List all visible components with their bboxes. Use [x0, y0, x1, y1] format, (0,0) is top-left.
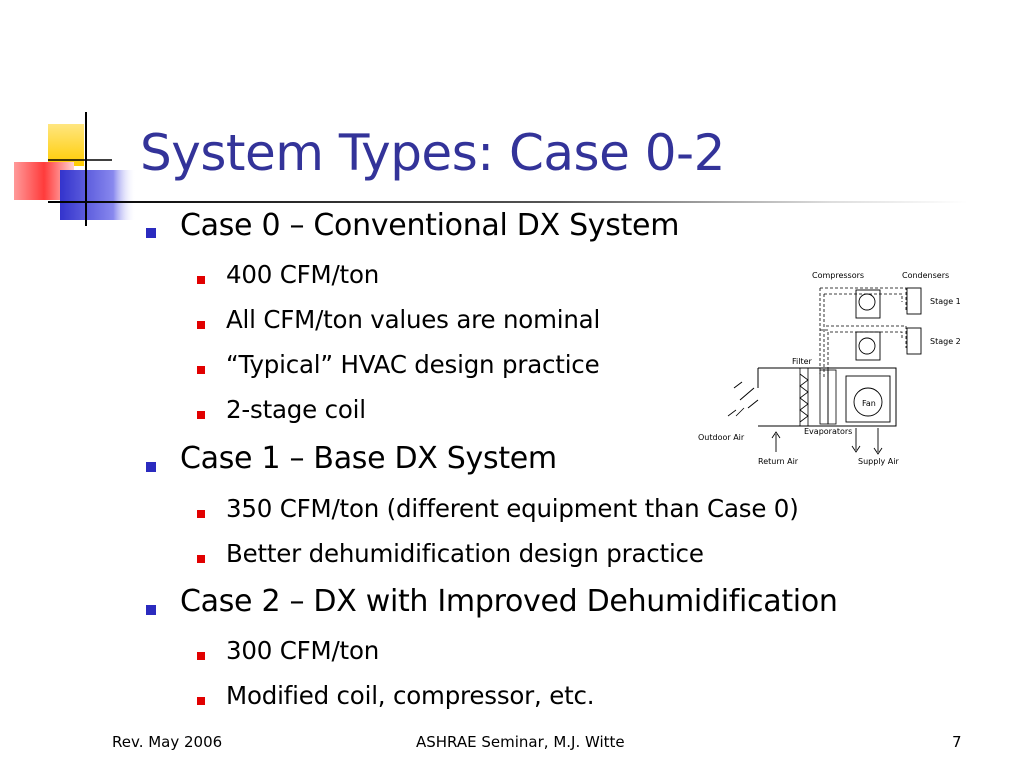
footer-revision: Rev. May 2006: [112, 733, 223, 751]
sub-bullet-marker: [197, 510, 205, 518]
slide-title: System Types: Case 0-2: [140, 124, 725, 182]
sub-bullet: 350 CFM/ton (different equipment than Ca…: [226, 494, 799, 523]
dx-system-diagram: Compressors Condensers Stage 1 Stage 2 F…: [696, 266, 976, 470]
sub-bullet: “Typical” HVAC design practice: [226, 350, 600, 379]
diagram-label-fan: Fan: [862, 399, 876, 408]
bullet-case-0: Case 0 – Conventional DX System: [180, 208, 680, 243]
bullet-case-2: Case 2 – DX with Improved Dehumidificati…: [180, 584, 838, 619]
slide-logo-decoration: [0, 0, 150, 240]
sub-bullet-marker: [197, 555, 205, 563]
diagram-label-filter: Filter: [792, 357, 813, 366]
diagram-label-return-air: Return Air: [758, 457, 799, 466]
sub-bullet-marker: [197, 652, 205, 660]
title-divider: [48, 201, 968, 203]
bullet-marker: [146, 462, 156, 472]
diagram-label-supply-air: Supply Air: [858, 457, 900, 466]
diagram-label-stage-1: Stage 1: [930, 297, 961, 306]
diagram-label-condensers: Condensers: [902, 271, 949, 280]
sub-bullet-marker: [197, 697, 205, 705]
sub-bullet: 400 CFM/ton: [226, 260, 380, 289]
sub-bullet: 300 CFM/ton: [226, 636, 380, 665]
sub-bullet: 2-stage coil: [226, 395, 366, 424]
diagram-label-compressors: Compressors: [812, 271, 864, 280]
sub-bullet-marker: [197, 276, 205, 284]
sub-bullet-marker: [197, 321, 205, 329]
diagram-label-outdoor-air: Outdoor Air: [698, 433, 745, 442]
sub-bullet: Modified coil, compressor, etc.: [226, 681, 595, 710]
sub-bullet: All CFM/ton values are nominal: [226, 305, 601, 334]
footer-seminar: ASHRAE Seminar, M.J. Witte: [416, 733, 625, 751]
bullet-marker: [146, 228, 156, 238]
sub-bullet-marker: [197, 366, 205, 374]
bullet-marker: [146, 605, 156, 615]
diagram-label-stage-2: Stage 2: [930, 337, 961, 346]
sub-bullet-marker: [197, 411, 205, 419]
bullet-case-1: Case 1 – Base DX System: [180, 441, 557, 476]
footer-page-number: 7: [952, 733, 962, 751]
sub-bullet: Better dehumidification design practice: [226, 539, 704, 568]
diagram-label-evaporators: Evaporators: [804, 427, 852, 436]
